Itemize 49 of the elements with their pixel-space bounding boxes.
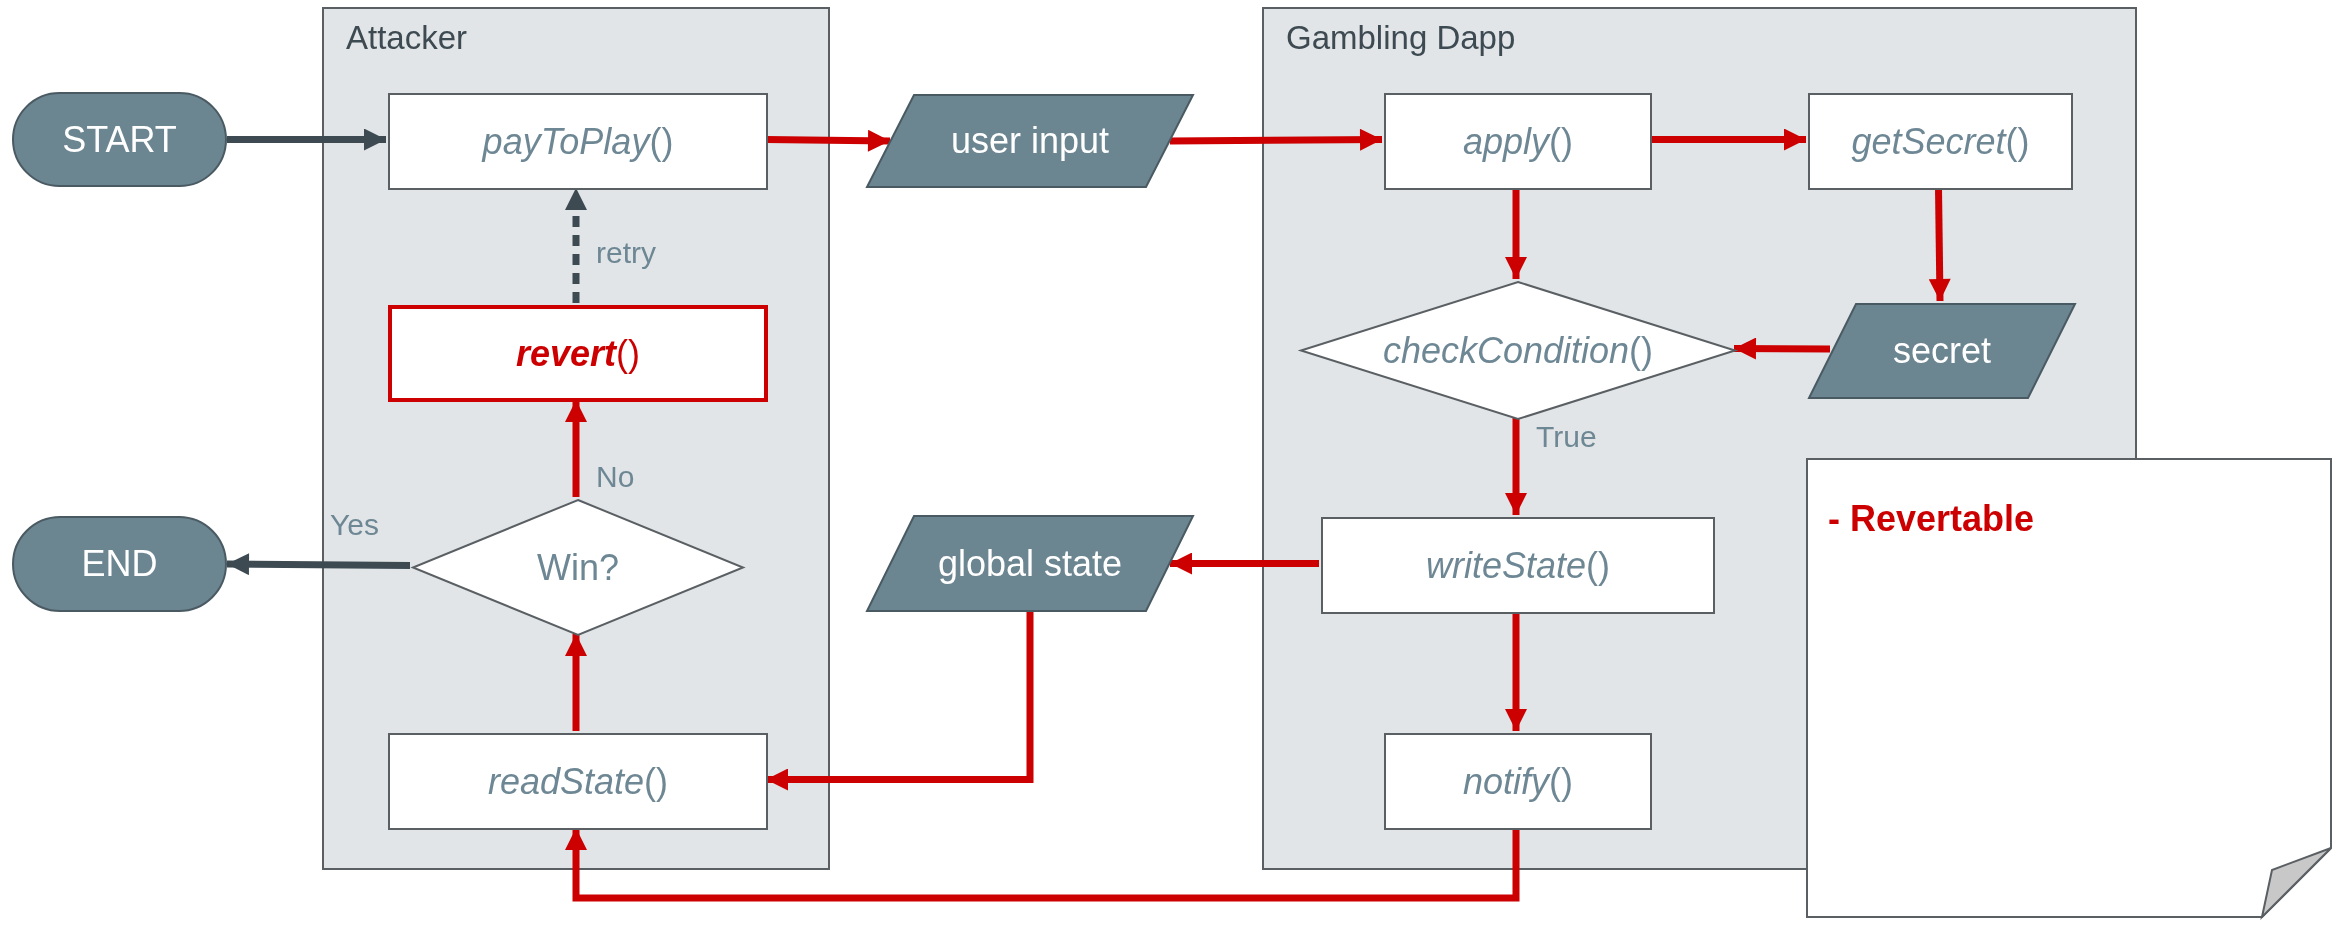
node-label: Win? <box>537 546 619 589</box>
arrow <box>1170 552 1319 575</box>
process-box <box>388 733 768 830</box>
node-label: user input <box>950 120 1110 162</box>
process-box <box>1384 93 1652 190</box>
node-label: notify() <box>1463 760 1573 803</box>
decision-diamond <box>1300 281 1736 420</box>
arrow <box>565 828 1520 902</box>
node-label: readState() <box>487 760 669 803</box>
node-label: START <box>62 118 177 161</box>
node-label: checkCondition() <box>1382 329 1654 372</box>
edge-label: True <box>1536 420 1597 454</box>
node-label: writeState() <box>1425 544 1611 587</box>
process-box <box>1384 733 1652 830</box>
arrow <box>1505 612 1527 731</box>
process-box <box>1321 517 1715 614</box>
process-box <box>388 305 768 402</box>
edge-label: Yes <box>330 508 379 542</box>
panel-title: Attacker <box>346 19 468 57</box>
arrow <box>765 129 891 152</box>
arrow <box>1733 337 1831 360</box>
arrow <box>1650 128 1806 151</box>
node-label: global state <box>937 542 1123 585</box>
arrow <box>766 612 1034 791</box>
arrow <box>226 553 411 576</box>
edge-label: No <box>596 460 635 494</box>
data-parallelogram <box>866 515 1194 612</box>
process-box <box>388 93 768 190</box>
note-card <box>1806 458 2332 918</box>
arrow <box>1169 128 1383 151</box>
arrow <box>565 634 587 731</box>
panel-title: Gambling Dapp <box>1286 19 1516 57</box>
node-label: payToPlay() <box>482 120 674 163</box>
decision-diamond <box>412 499 744 636</box>
node-label: END <box>81 543 158 585</box>
arrow <box>227 128 386 151</box>
arrow <box>1505 418 1527 515</box>
container-panel <box>322 7 830 870</box>
node-label: apply() <box>1462 120 1573 163</box>
arrow <box>1928 187 1951 302</box>
node-label: getSecret() <box>1851 120 2030 163</box>
edge-label: retry <box>596 236 656 270</box>
node-label: - Revertable <box>1828 498 2035 540</box>
process-box <box>1808 93 2073 190</box>
node-label: secret <box>1892 330 1991 372</box>
node-label: revert() <box>515 332 641 375</box>
data-parallelogram <box>1808 303 2076 399</box>
arrow <box>565 188 587 303</box>
data-parallelogram <box>866 94 1194 188</box>
